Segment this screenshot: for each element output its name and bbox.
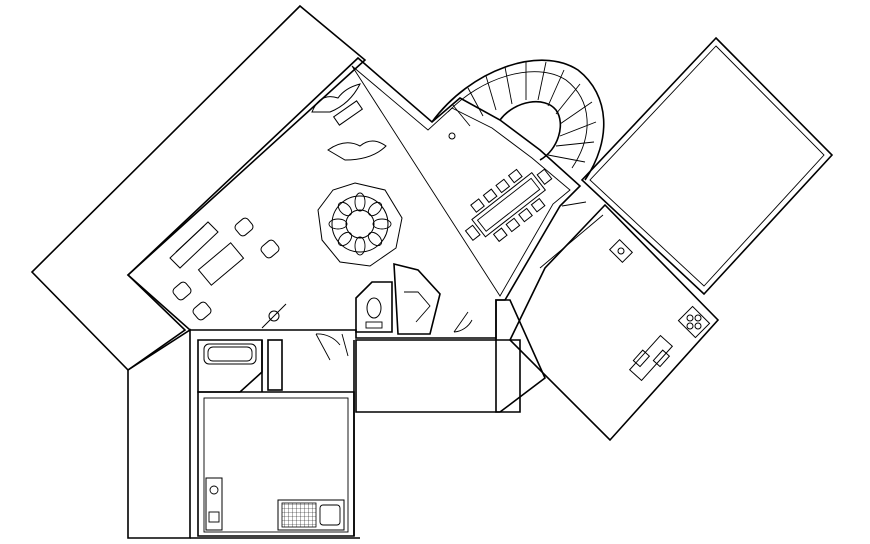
wc-tank (365, 321, 383, 329)
open-deck-east-inner (589, 45, 825, 287)
spiral-staircase (431, 59, 605, 181)
terrace-south (355, 339, 521, 413)
bathroom-shaft (267, 339, 283, 391)
kitchen-sink-double (628, 334, 674, 382)
doors (239, 201, 587, 393)
chandelier (317, 182, 403, 267)
living-room-inner-wall (351, 65, 571, 297)
toilet (355, 281, 393, 333)
open-deck-east (580, 36, 834, 296)
bed (277, 499, 345, 531)
planters (311, 83, 387, 161)
bathroom (197, 339, 263, 393)
terrace-north-west (30, 4, 367, 372)
living-room (126, 56, 582, 339)
dining-table (471, 172, 547, 238)
coffee-table (197, 242, 245, 286)
terrace-south-west (127, 328, 191, 539)
bathtub (203, 343, 257, 365)
wc (366, 297, 382, 319)
armchairs (172, 217, 280, 321)
bathtub-inner (207, 346, 253, 362)
sink (608, 238, 634, 264)
closet-door (404, 291, 431, 323)
closet (393, 262, 441, 335)
sofa (169, 221, 219, 269)
floor-lamp (261, 303, 287, 329)
kitchen (509, 203, 720, 442)
terrace-south-east-strip (495, 299, 546, 413)
kitchen-counter-line (539, 214, 604, 269)
bedroom (197, 391, 355, 537)
chairs (464, 168, 553, 243)
bedroom-desk (205, 477, 223, 531)
bedroom-inner (203, 397, 349, 533)
cooktop (677, 305, 711, 339)
